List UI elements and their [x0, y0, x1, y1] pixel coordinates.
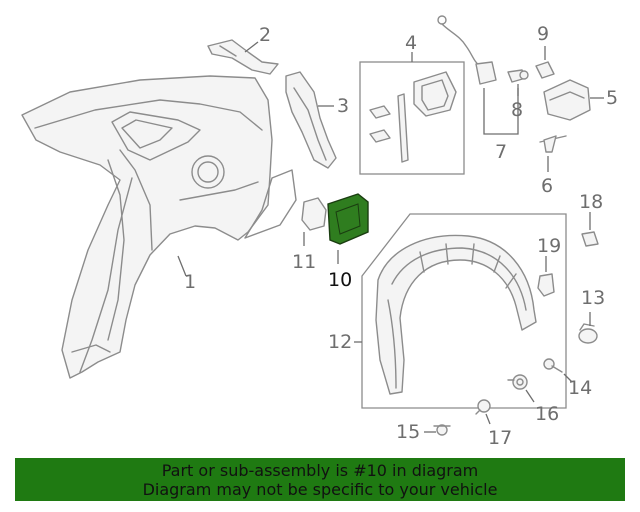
- callout-16: 16: [535, 403, 559, 425]
- callout-10: 10: [328, 269, 352, 291]
- bracket-part-11: [301, 197, 327, 231]
- leader-1: [177, 255, 187, 277]
- leader-2: [244, 41, 259, 53]
- bracket-part-2: [207, 39, 279, 75]
- callout-5: 5: [606, 87, 618, 109]
- clip-part-15: [433, 424, 451, 436]
- highlighted-part-10: [327, 193, 369, 245]
- callout-15: 15: [396, 421, 420, 443]
- callout-11: 11: [292, 251, 316, 273]
- bolt-part-17: [475, 399, 491, 415]
- part-12-group-box: [361, 213, 567, 409]
- clip-part-9: [535, 61, 555, 79]
- callout-4: 4: [405, 32, 417, 54]
- clip-part-18: [581, 231, 599, 247]
- leader-14: [563, 373, 573, 383]
- clip-part-6: [539, 135, 567, 153]
- callout-7: 7: [495, 141, 507, 163]
- banner-line-2: Diagram may not be specific to your vehi…: [142, 480, 498, 499]
- clip-part-19: [537, 273, 555, 297]
- grommet-part-13: [578, 323, 598, 344]
- fuel-door-part-4: [369, 71, 457, 163]
- callout-2: 2: [259, 24, 271, 46]
- banner-line-1: Part or sub-assembly is #10 in diagram: [161, 461, 479, 480]
- callout-1: 1: [184, 271, 196, 293]
- bolt-part-8: [507, 69, 529, 83]
- leader-16: [525, 389, 535, 403]
- screw-part-14: [543, 358, 563, 373]
- parts-diagram: 1 2 3 4 7 8 9: [21, 15, 618, 449]
- callout-6: 6: [541, 175, 553, 197]
- callout-17: 17: [488, 427, 512, 449]
- leader-7: [483, 88, 519, 135]
- housing-part-5: [543, 79, 591, 121]
- panel-part-3: [285, 71, 337, 169]
- actuator-part-7: [437, 15, 497, 85]
- wheel-liner-part-12: [375, 234, 537, 395]
- callout-19: 19: [537, 235, 561, 257]
- callout-18: 18: [579, 191, 603, 213]
- callout-12: 12: [328, 331, 352, 353]
- callout-8: 8: [511, 99, 523, 121]
- quarter-panel-part: [21, 75, 297, 379]
- leader-17: [485, 413, 491, 425]
- callout-14: 14: [568, 377, 592, 399]
- callout-9: 9: [537, 23, 549, 45]
- callout-3: 3: [337, 95, 349, 117]
- info-banner: Part or sub-assembly is #10 in diagram D…: [15, 458, 625, 501]
- callout-13: 13: [581, 287, 605, 309]
- nut-part-16: [507, 374, 528, 390]
